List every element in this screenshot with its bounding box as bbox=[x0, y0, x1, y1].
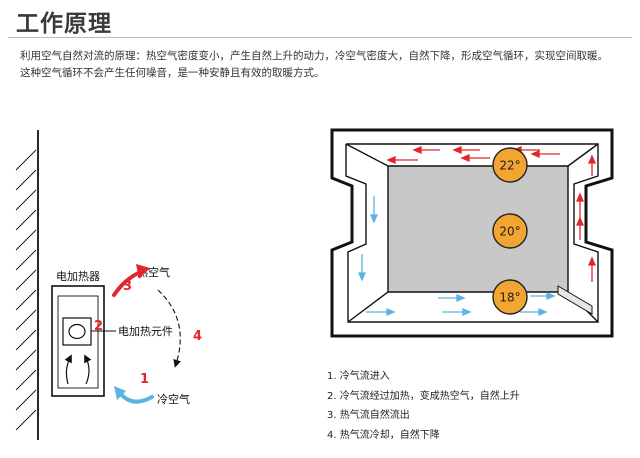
legend-item-2: 2. 冷气流经过加热，变成热空气，自然上升 bbox=[327, 390, 520, 402]
description-line-1: 利用空气自然对流的原理：热空气密度变小，产生自然上升的动力，冷空气密度大，自然下… bbox=[20, 50, 608, 62]
description-line-2: 这种空气循环不会产生任何噪音，是一种安静且有效的取暖方式。 bbox=[20, 67, 325, 79]
heater-diagram: 电加热器 电加热元件 热空气 冷空气 1 2 3 4 bbox=[15, 130, 202, 440]
descending-air-arrow bbox=[157, 289, 182, 368]
cold-air-arrow bbox=[118, 391, 154, 404]
legend: 1. 冷气流进入 2. 冷气流经过加热，变成热空气，自然上升 3. 热气流自然流… bbox=[327, 367, 520, 445]
hot-air-arrow bbox=[112, 270, 142, 297]
step-number-2: 2 bbox=[94, 319, 103, 334]
temperature-18-label: 18° bbox=[499, 291, 520, 305]
temperature-20-label: 20° bbox=[499, 225, 520, 239]
room-floor bbox=[387, 165, 569, 293]
description: 利用空气自然对流的原理：热空气密度变小，产生自然上升的动力，冷空气密度大，自然下… bbox=[20, 48, 625, 82]
legend-item-3: 3. 热气流自然流出 bbox=[327, 410, 410, 421]
page-title: 工作原理 bbox=[16, 11, 112, 37]
temperature-18: 18° bbox=[492, 279, 528, 315]
wall bbox=[15, 130, 39, 440]
heating-element bbox=[62, 317, 92, 346]
cold-air-flow-arrows bbox=[358, 196, 556, 316]
cold-air-label: 冷空气 bbox=[157, 392, 190, 406]
legend-item-4: 4. 热气流冷却，自然下降 bbox=[327, 429, 440, 441]
temperature-22: 22° bbox=[492, 147, 528, 183]
temperature-22-label: 22° bbox=[499, 159, 520, 173]
temperature-20: 20° bbox=[492, 213, 528, 249]
heater-label: 电加热器 bbox=[56, 270, 100, 283]
element-label: 电加热元件 bbox=[118, 325, 173, 338]
step-number-3: 3 bbox=[123, 279, 132, 294]
step-number-1: 1 bbox=[140, 372, 149, 387]
legend-item-1: 1. 冷气流进入 bbox=[327, 371, 390, 382]
room-diagram: 22° 20° 18° bbox=[330, 128, 614, 338]
step-number-4: 4 bbox=[193, 329, 202, 344]
floor-heater bbox=[557, 285, 593, 315]
title-divider bbox=[8, 37, 632, 38]
